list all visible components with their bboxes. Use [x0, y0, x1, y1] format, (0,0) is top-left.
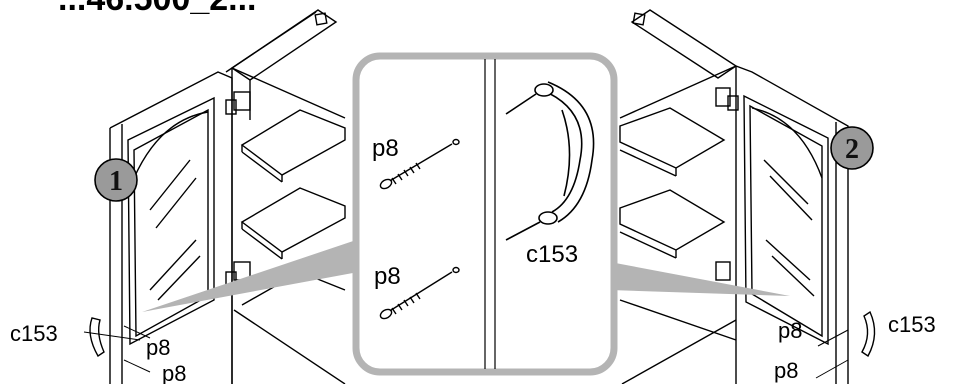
left-handle-leader [83, 331, 141, 341]
detail-screw-top [379, 138, 460, 190]
step-1-badge: 1 [94, 158, 138, 202]
left-screw-top-label: p8 [146, 335, 170, 360]
left-screw-bottom-label: p8 [162, 361, 186, 384]
left-screw-leader-top [123, 325, 151, 339]
step-2-number: 2 [845, 134, 859, 165]
left-screw-leader-bottom [123, 359, 151, 373]
diagram-title: ...46.500_2... [58, 0, 257, 18]
step-2-badge: 2 [830, 126, 874, 170]
right-screw-top-label: p8 [778, 318, 802, 343]
right-handle-label: c153 [888, 312, 936, 337]
left-handle-label: c153 [10, 321, 58, 346]
right-cabinet [619, 9, 876, 384]
detail-handle-label: c153 [526, 241, 578, 268]
detail-screw-bottom [379, 266, 460, 320]
detail-handle [505, 81, 595, 241]
right-screw-bottom-label: p8 [774, 358, 798, 383]
step-1-number: 1 [109, 166, 123, 197]
detail-screw-top-label: p8 [372, 135, 399, 162]
left-callout-wedge [142, 232, 380, 312]
detail-panel [352, 52, 618, 376]
right-screw-leader-top [817, 329, 849, 347]
right-screw-leader-bottom [815, 359, 849, 379]
right-callout-wedge [610, 262, 790, 296]
detail-screw-bottom-label: p8 [374, 263, 401, 290]
